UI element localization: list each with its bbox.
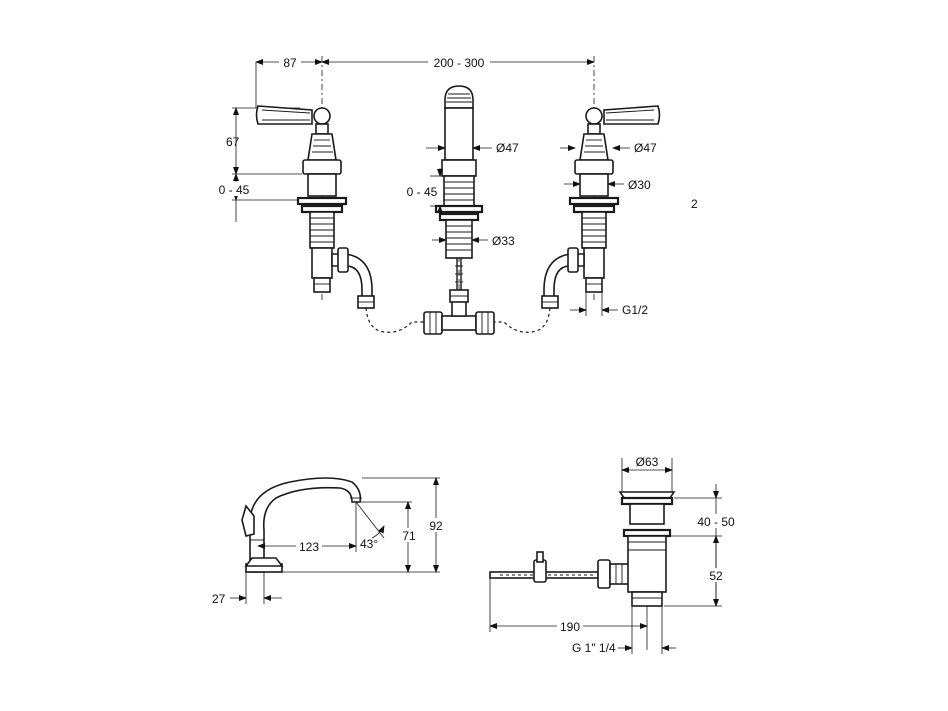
left-valve — [255, 105, 375, 309]
dim-spout-shank-dia: Ø33 — [492, 234, 515, 248]
dim-handle-height: 67 — [226, 135, 240, 149]
dim-handle-offset: 87 — [283, 56, 297, 70]
popup-waste-view: Ø63 40 - 50 52 190 G 1" 1/4 — [489, 455, 738, 655]
dim-waste-flange: 40 - 50 — [697, 515, 735, 529]
dimension-chain-top: 87 200 - 300 — [255, 55, 595, 300]
dim-spout-height: 92 — [429, 519, 443, 533]
mixer-front-view: 87 200 - 300 67 0 - 45 — [216, 55, 698, 335]
spout-side-view: 92 71 123 43° 27 — [212, 477, 446, 606]
center-spout-body — [434, 85, 484, 290]
dim-waste-head-dia: Ø63 — [636, 455, 659, 469]
dim-spacing: 200 - 300 — [434, 56, 485, 70]
dim-waste-rod-length: 190 — [560, 620, 580, 634]
dim-spout-body-dia: Ø47 — [496, 141, 519, 155]
dim-connection: G1/2 — [622, 303, 648, 317]
dim-waste-body: 52 — [709, 569, 723, 583]
dim-spout-reach: 123 — [299, 540, 319, 554]
right-dimensions: Ø47 Ø30 G1/2 2 — [560, 141, 698, 317]
dimension-chain-left: 67 0 - 45 — [216, 107, 302, 222]
dim-valve-body-dia: Ø47 — [634, 141, 657, 155]
dim-waste-thread: G 1" 1/4 — [572, 641, 616, 655]
right-valve — [541, 105, 661, 309]
dim-spout-base-offset: 27 — [212, 592, 226, 606]
dim-spout-outlet-height: 71 — [402, 529, 416, 543]
center-dimensions: Ø47 0 - 45 Ø33 — [404, 141, 519, 248]
dim-spout-angle: 43° — [360, 537, 378, 551]
stray-mark: 2 — [691, 197, 698, 211]
dim-valve-shank-dia: Ø30 — [628, 178, 651, 192]
dim-deck-left: 0 - 45 — [219, 183, 250, 197]
hose-connections — [365, 289, 551, 335]
dim-deck-center: 0 - 45 — [407, 185, 438, 199]
